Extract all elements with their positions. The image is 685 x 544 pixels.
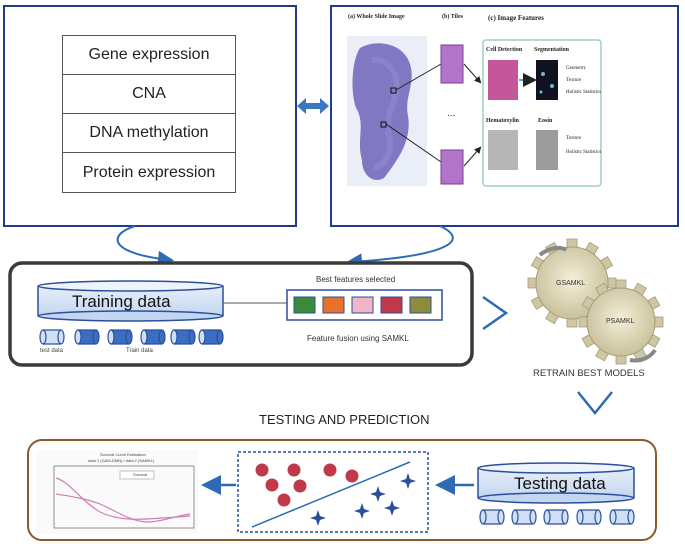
eosin-label: Eosin (538, 118, 553, 124)
tile-pointer-2 (385, 123, 442, 163)
feature-swatch (322, 296, 345, 314)
gear-gsamkl-label: GSAMKL (556, 280, 586, 287)
chevron-down-icon (577, 391, 613, 415)
class-b-stars (310, 473, 416, 526)
omics-table: Gene expression CNA DNA methylation Prot… (62, 35, 236, 193)
tiles-ellipsis: ... (447, 108, 456, 119)
tile-images (440, 44, 464, 185)
omics-row-protein-expression: Protein expression (82, 163, 216, 181)
hematoxylin-label: Hematoxylin (486, 118, 519, 124)
feature-swatch (293, 296, 316, 314)
train-data-label: Train data (126, 348, 153, 354)
survival-curve-2 (55, 493, 191, 523)
survival-curve-1 (55, 477, 191, 520)
feature-fusion-label: Feature fusion using SAMKL (307, 334, 409, 343)
result-chart-legend-label: Survival (133, 472, 148, 477)
rotation-arrow-icon-2 (629, 348, 657, 363)
testing-heading: TESTING AND PREDICTION (259, 412, 430, 427)
omics-row-gene-expression: Gene expression (63, 36, 235, 75)
seg-feature-geometry: Geometry (566, 66, 586, 71)
training-data-title: Training data (72, 292, 171, 311)
omics-to-training-arrow (116, 225, 174, 267)
feature-swatch (351, 296, 374, 314)
tile-pointer-1 (395, 63, 442, 91)
result-chart-legend (119, 470, 155, 480)
seg-feature-texture: Texture (566, 78, 582, 83)
chevron-right-icon (482, 295, 509, 331)
seg-feature-holistic: Holistic Statistics (566, 90, 602, 95)
test-data-label: test data (40, 348, 64, 354)
features-label: (c) Image Features (488, 14, 544, 22)
feature-swatch (380, 296, 403, 314)
retrain-caption: RETRAIN BEST MODELS (533, 368, 645, 379)
gear-psamkl-label: PSAMKL (606, 318, 635, 325)
training-split-cylinders (39, 329, 224, 345)
result-chart-subtitle: data 1 (GAM-DMN) / data 2 (SAMKL) (88, 458, 155, 463)
image-features-panel (482, 39, 602, 187)
best-features-label: Best features selected (316, 275, 396, 284)
stain-feature-texture: Texture (566, 136, 582, 141)
omics-row-dna-methylation: DNA methylation (63, 114, 235, 153)
segmentation-label: Segmentation (534, 47, 569, 53)
gear-psamkl-icon (578, 279, 664, 365)
segmentation-image (536, 60, 558, 100)
decision-boundary (251, 461, 411, 528)
histo-to-training-arrow (346, 225, 454, 270)
eosin-image (536, 130, 558, 170)
result-chart-bg (36, 450, 198, 534)
rotation-arrow-icon (538, 245, 568, 257)
wsi-label: (a) Whole Slide Image (348, 14, 405, 20)
omics-data-box (3, 5, 297, 227)
testing-data-title: Testing data (514, 474, 606, 493)
result-chart-title: Survival Curve Estimation (100, 452, 146, 457)
classifier-panel (237, 451, 429, 533)
class-a-dots (255, 463, 359, 507)
testing-split-cylinders (479, 509, 635, 525)
cell-detection-label: Cell Detection (486, 47, 523, 53)
training-data-cylinder (37, 280, 224, 322)
result-chart-axes (53, 465, 195, 529)
testing-data-cylinder (477, 462, 635, 504)
whole-slide-image (347, 36, 427, 186)
stain-feature-holistic: Holistic Statistics (566, 150, 602, 155)
hematoxylin-image (488, 130, 518, 170)
cell-detection-image (488, 60, 518, 100)
omics-row-cna: CNA (63, 75, 235, 114)
bidirectional-arrow-icon (297, 98, 329, 114)
tiles-label: (b) Tiles (442, 14, 463, 20)
feature-swatch (409, 296, 432, 314)
feature-swatches (293, 296, 432, 314)
